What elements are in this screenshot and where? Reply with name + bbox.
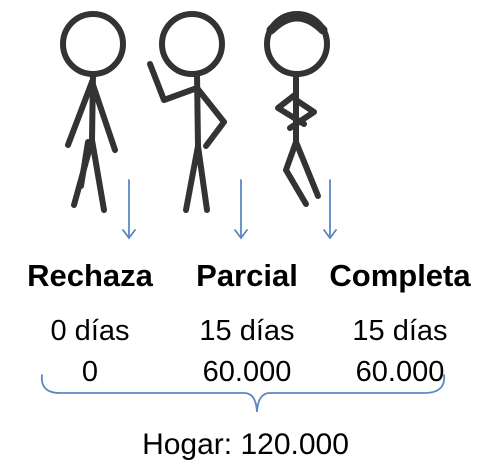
arrow-down-icon [122, 179, 136, 240]
days-value: 0 días [50, 315, 130, 347]
days-value: 15 días [199, 315, 295, 347]
column-header-rechaza: Rechaza [27, 258, 153, 293]
amount-value: 60.000 [355, 356, 445, 388]
arrow-down-icon [323, 179, 337, 240]
arrow-down-icon [234, 179, 248, 240]
stick-figure-completa [264, 11, 330, 207]
curly-brace [40, 374, 446, 413]
amount-value: 60.000 [202, 356, 292, 388]
stick-figure-parcial [147, 11, 227, 213]
days-value: 15 días [352, 315, 448, 347]
stick-figure-rechaza [60, 11, 126, 213]
column-header-parcial: Parcial [196, 258, 298, 293]
column-header-completa: Completa [329, 258, 471, 293]
amount-value: 0 [81, 356, 99, 388]
household-total: Hogar: 120.000 [142, 428, 349, 461]
